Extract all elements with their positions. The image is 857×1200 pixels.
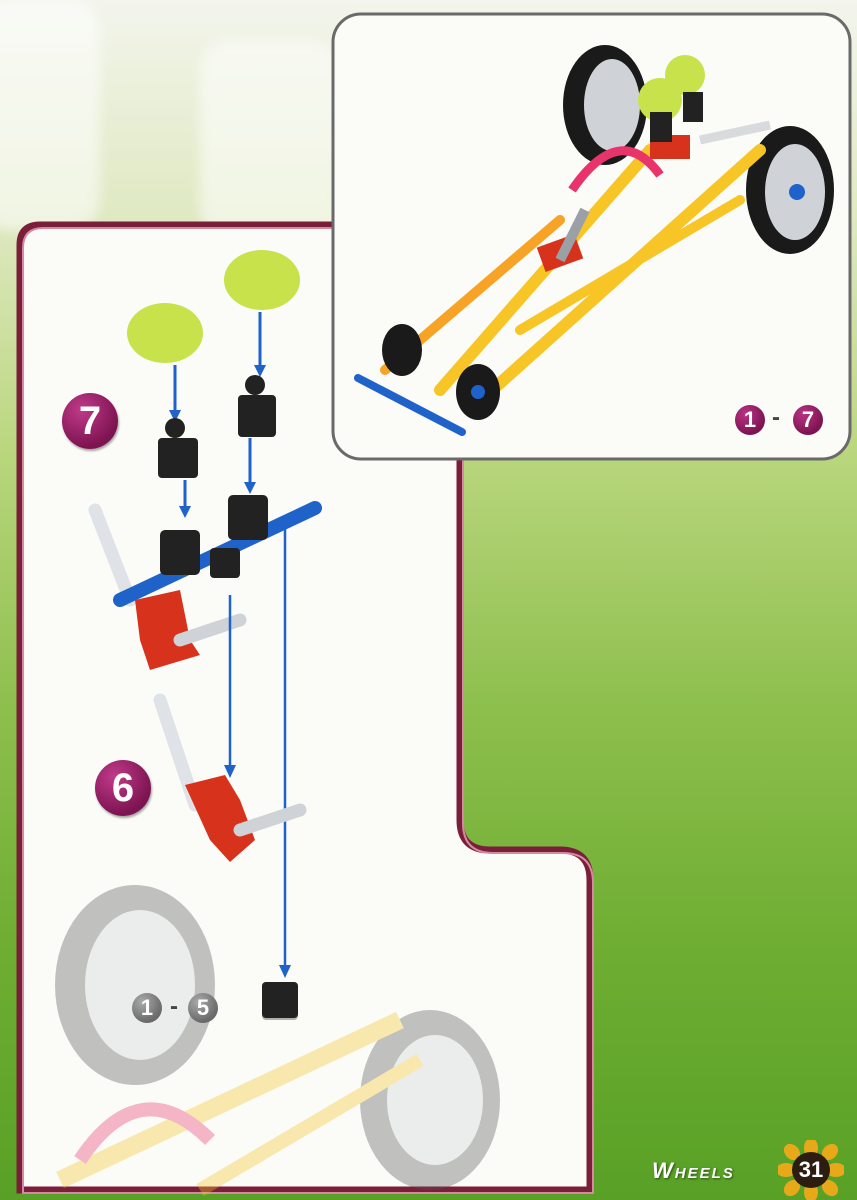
section-title: WHEELS: [652, 1158, 735, 1184]
section-title-initial: W: [652, 1158, 675, 1183]
range-start-badge: 1: [132, 993, 162, 1023]
black-connector-target: [262, 982, 298, 1018]
section-title-rest: HEELS: [675, 1165, 735, 1182]
page-number: 31: [792, 1152, 830, 1188]
range-end-badge: 7: [793, 405, 823, 435]
range-separator: -: [170, 993, 178, 1021]
step-6-badge: 6: [95, 760, 151, 816]
range-separator: -: [772, 404, 780, 432]
range-end-badge: 5: [188, 993, 218, 1023]
step-7-badge: 7: [62, 393, 118, 449]
range-start-badge: 1: [735, 405, 765, 435]
